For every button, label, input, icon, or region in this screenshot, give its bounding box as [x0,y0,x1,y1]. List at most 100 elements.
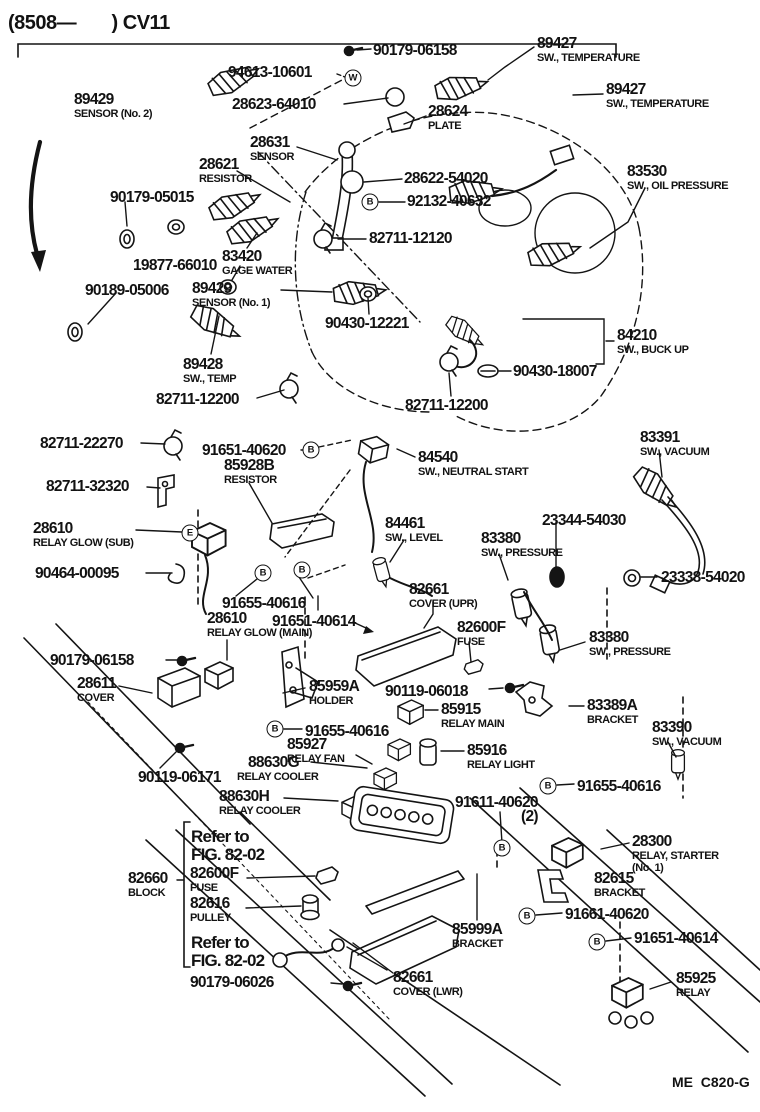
part-descriptor: RELAY GLOW (SUB) [33,536,134,549]
part-number: 82660 [128,870,168,887]
part-number: 91655-40616 [222,595,306,612]
part-number: 89429 [74,91,114,108]
part-sketches [67,45,706,1029]
part-number: 90189-05006 [85,282,169,299]
label-90179-06026: 90179-06026 [190,975,274,991]
part-descriptor: SW., VACUUM [640,445,710,458]
part-number: 19877-66010 [133,257,217,274]
part-descriptor: SENSOR (No. 2) [74,107,153,120]
part-number: 28623-64010 [232,96,316,113]
part-number: 84210 [617,327,657,344]
label-90430-12221: 90430-12221 [325,316,409,332]
part-number: 85927 [287,736,327,753]
part-number: 83530 [627,163,667,180]
part-descriptor: RELAY COOLER [237,770,319,783]
part-number: 82661 [393,969,433,986]
part-number: 28622-54020 [404,170,488,187]
part-number: 89429 [192,280,232,297]
label-90179-06158-2: 90179-06158 [50,653,134,669]
part-number: 83391 [640,429,680,446]
part-number: 85925 [676,970,716,987]
part-number: 28631 [250,134,290,151]
part-descriptor: SW., OIL PRESSURE [627,179,729,192]
part-descriptor: (No. 1) [632,861,664,874]
part-number: 91651-40620 [202,442,286,459]
part-descriptor: SW., BUCK UP [617,343,689,356]
circled-letter-B: B [518,907,536,925]
label-19877-66010: 19877-66010 [133,258,217,274]
part-descriptor: COVER (LWR) [393,985,463,998]
part-descriptor: SW., LEVEL [385,531,443,544]
label-91651-40614-a: 91651-40614 [272,614,356,630]
label-82711-32320: 82711-32320 [46,479,130,495]
part-number: 28300 [632,833,672,850]
part-descriptor: COVER [77,691,115,704]
label-91651-40614-b: 91651-40614 [634,931,718,947]
leader-lines [87,46,677,990]
label-82711-12120: 82711-12120 [369,231,453,247]
part-descriptor: RELAY COOLER [219,804,301,817]
part-number: 82661 [409,581,449,598]
part-number: 90430-12221 [325,315,409,332]
circled-letter-B: B [266,720,284,738]
part-descriptor: RELAY LIGHT [467,758,535,771]
part-number: 85916 [467,742,507,759]
part-descriptor: SW., TEMPERATURE [606,97,709,110]
label-82711-22270: 82711-22270 [40,435,124,452]
part-number: 89427 [537,35,577,52]
part-number: 84540 [418,449,458,466]
part-number: 90179-06026 [190,974,274,991]
part-number: 82711-22270 [40,435,124,452]
part-descriptor: HOLDER [309,694,354,707]
part-number: 88630H [219,788,270,805]
label-90189-05006: 90189-05006 [85,283,169,299]
header-applicability-code: (8508— ) CV11 [8,12,170,34]
part-number: 85999A [452,921,503,938]
circled-letter-W: W [344,69,362,87]
label-91611-40620-qty: (2) [521,809,539,825]
label-92132-40632: 92132-40632 [407,194,491,210]
part-number: 90430-18007 [513,363,597,380]
part-number: 91655-40616 [305,723,389,740]
part-number: 91611-40620 [455,794,539,811]
part-number: 83380 [589,629,629,646]
flow-arrow [28,139,46,272]
part-number: 82600F [457,619,506,636]
part-number: 90119-06171 [138,769,222,786]
label-90430-18007: 90430-18007 [513,364,597,380]
part-descriptor: RELAY GLOW (MAIN) [207,626,313,639]
part-descriptor: SENSOR (No. 1) [192,296,271,309]
header-bracket [17,43,617,58]
part-number: 91651-40614 [272,613,356,630]
part-descriptor: RESISTOR [224,473,277,486]
part-number: 90179-06158 [50,652,134,669]
part-number: 85928B [224,457,275,474]
part-number: 83420 [222,248,262,265]
label-28622-54020: 28622-54020 [404,171,488,187]
part-number: 82600F [190,865,239,882]
part-number: 90179-05015 [110,189,194,206]
